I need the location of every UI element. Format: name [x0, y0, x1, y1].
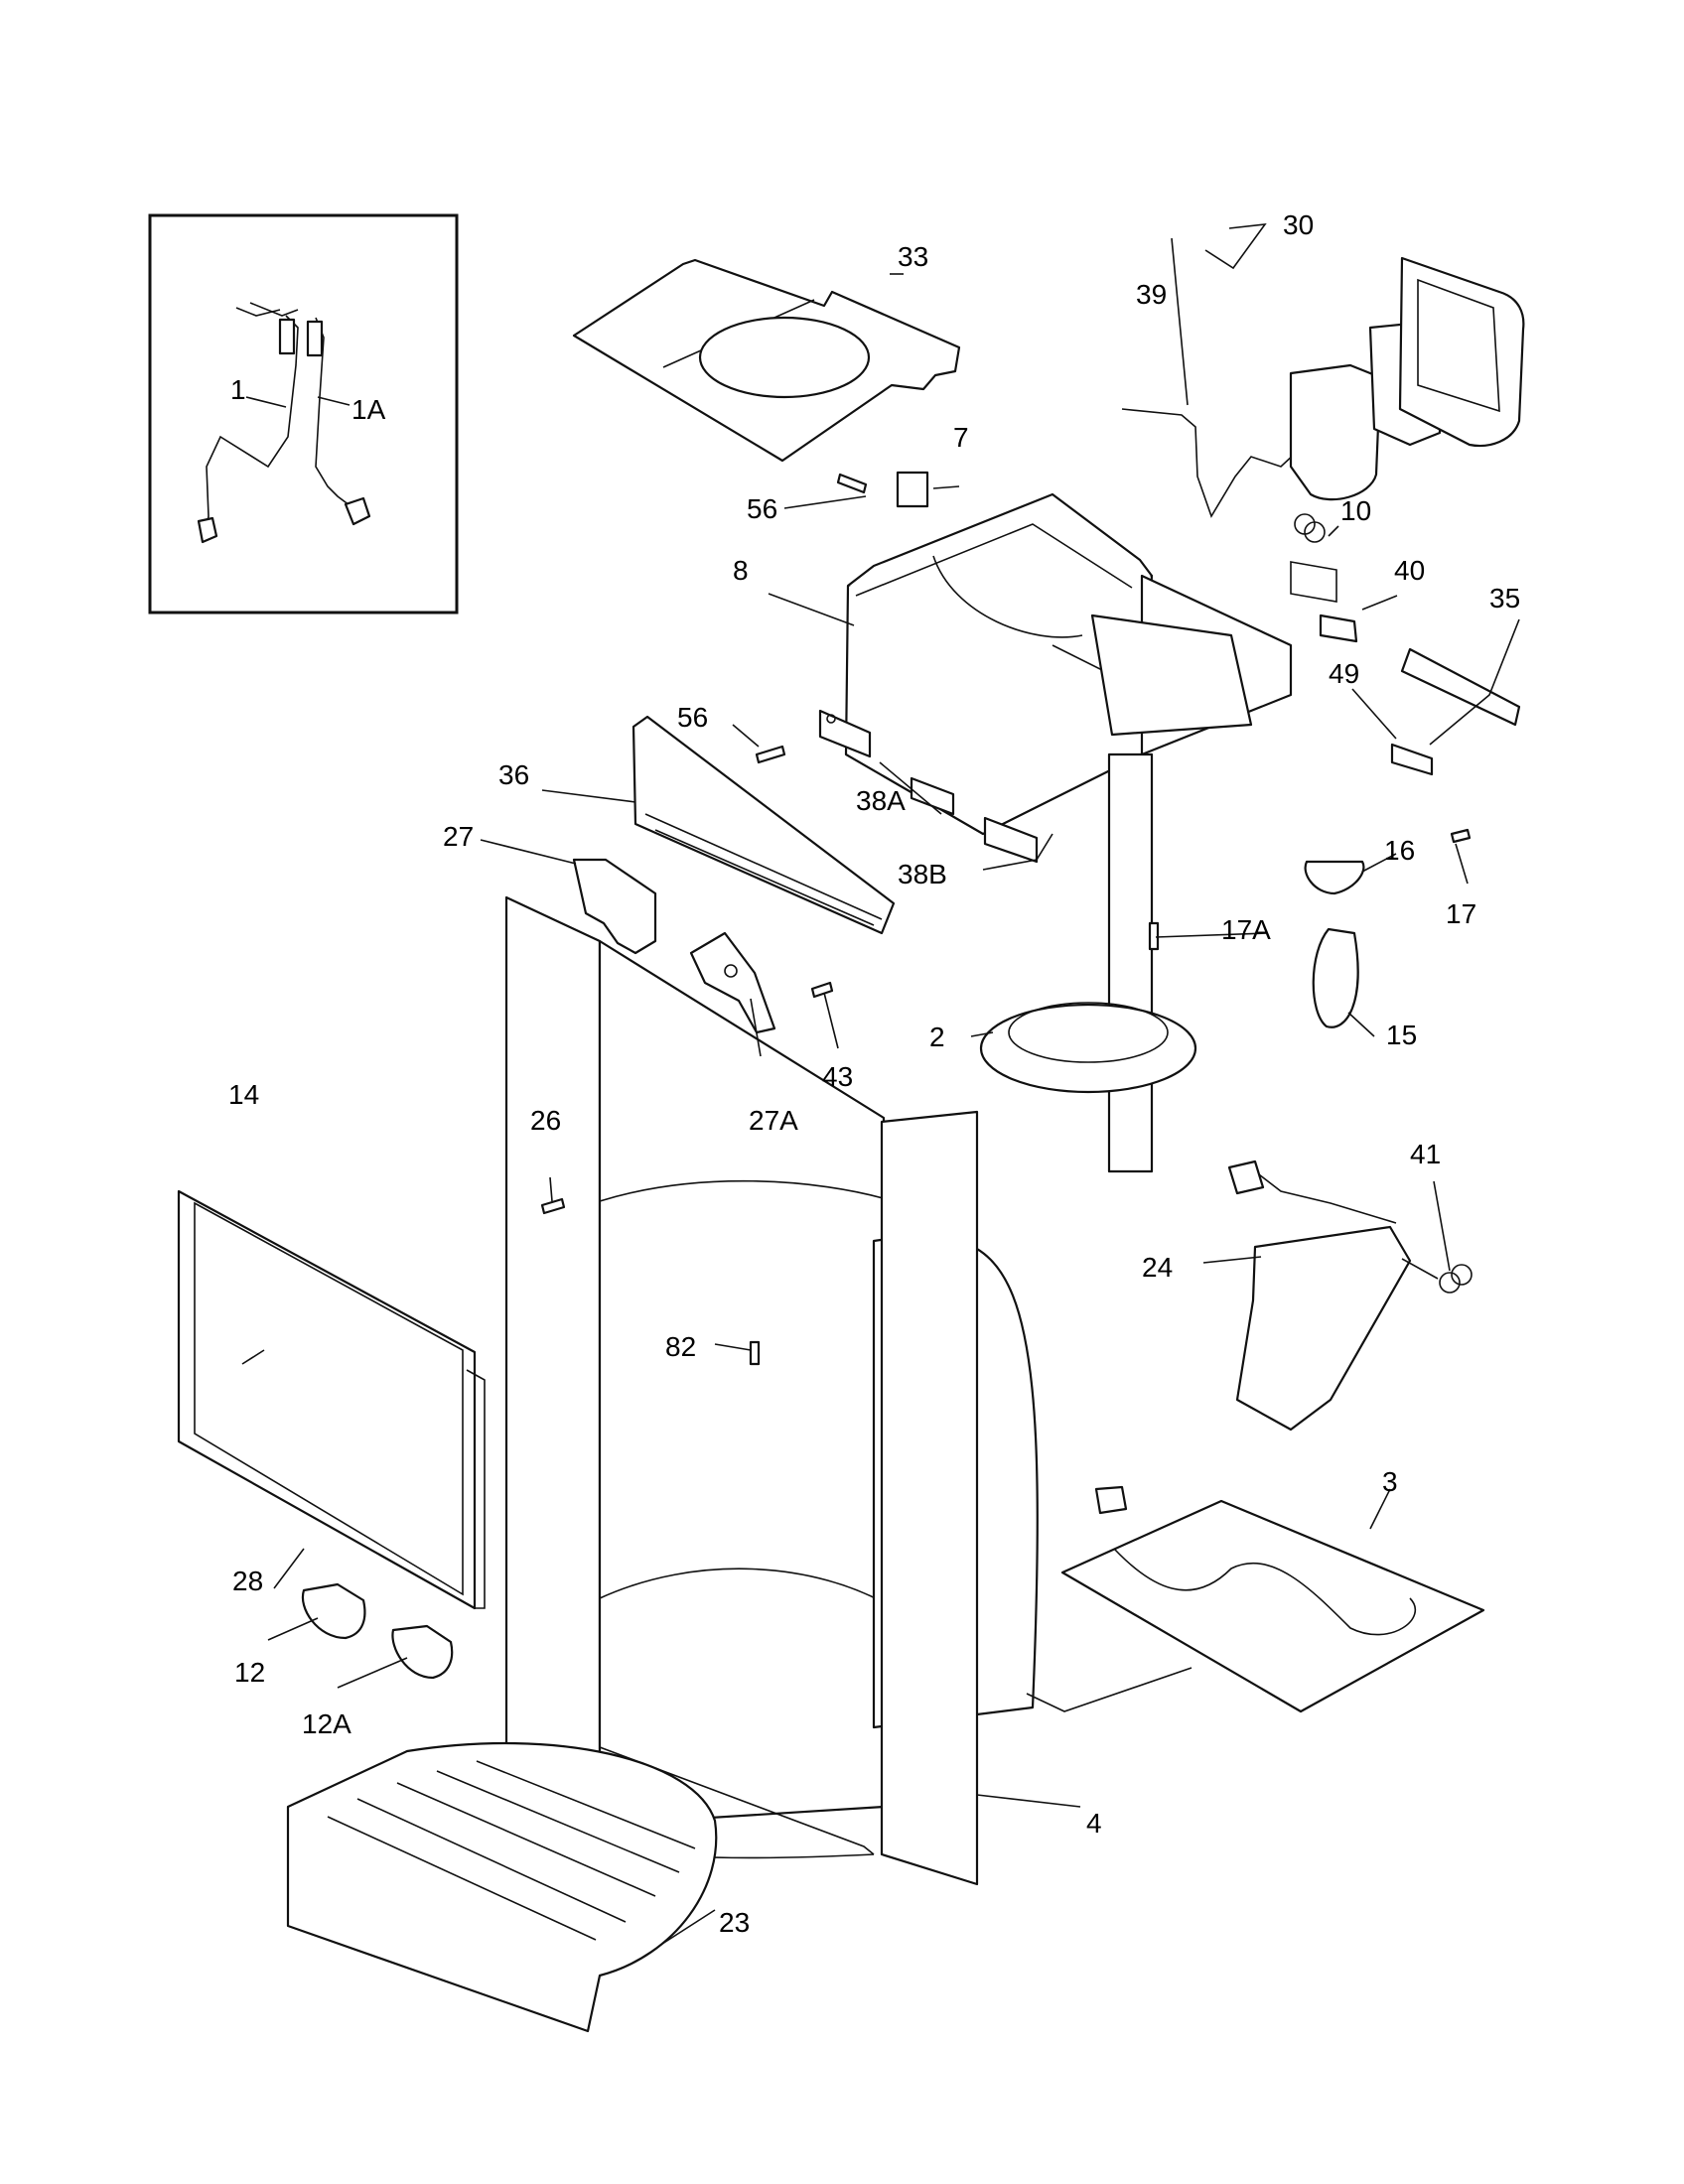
callout-43: 43	[822, 1061, 853, 1092]
leader-lines	[241, 223, 1520, 1947]
callout-30: 30	[1283, 209, 1314, 240]
callout-14: 14	[228, 1079, 259, 1110]
callout-56-mid: 56	[677, 702, 708, 733]
callout-1: 1	[230, 374, 246, 405]
control-panel-part-36	[632, 715, 896, 935]
callout-33: 33	[898, 241, 928, 272]
ring-part-2	[979, 1002, 1197, 1094]
callout-36: 36	[498, 759, 529, 790]
callout-2: 2	[929, 1022, 945, 1052]
callout-12: 12	[234, 1657, 265, 1688]
callout-38B: 38B	[898, 859, 947, 889]
callout-39: 39	[1136, 279, 1167, 310]
callout-24: 24	[1142, 1252, 1173, 1283]
inset-wire-harness	[148, 213, 459, 614]
callout-labels: 1 1A 33 30 39 7 56 10 8 40 35 49 56 36 3…	[228, 209, 1520, 1938]
caps-part-12-12A	[301, 1582, 454, 1680]
screws	[540, 473, 1472, 1366]
lamp-parts-15-16	[1304, 860, 1365, 1028]
bracket-part-49	[1390, 743, 1434, 776]
callout-27A: 27A	[749, 1105, 798, 1136]
callout-10: 10	[1340, 495, 1371, 526]
callout-49: 49	[1329, 658, 1359, 689]
top-cover-part-33	[572, 258, 961, 463]
callout-41: 41	[1410, 1139, 1441, 1169]
frame-assembly-part-8	[844, 492, 1293, 1173]
callout-82: 82	[665, 1331, 696, 1362]
callout-15: 15	[1386, 1020, 1417, 1050]
paddle-part-27A	[689, 931, 776, 1034]
callout-16: 16	[1384, 835, 1415, 866]
housing-part-4	[504, 895, 1039, 1886]
callout-1A: 1A	[351, 394, 386, 425]
callout-3: 3	[1382, 1466, 1398, 1497]
callout-8: 8	[733, 555, 749, 586]
callout-26: 26	[530, 1105, 561, 1136]
callout-40: 40	[1394, 555, 1425, 586]
door-part-14	[177, 1189, 486, 1610]
callout-35: 35	[1489, 583, 1520, 614]
callout-17: 17	[1446, 898, 1476, 929]
drip-tray-part-23	[286, 1741, 718, 2033]
callout-12A: 12A	[302, 1708, 351, 1739]
callout-56-top: 56	[747, 493, 777, 524]
bracket-part-27	[572, 858, 657, 955]
flap-assembly-part-30	[1289, 256, 1525, 501]
callout-28: 28	[232, 1566, 263, 1596]
callout-7: 7	[953, 422, 969, 453]
dispenser-arm-part-24	[1227, 1160, 1412, 1432]
callout-23: 23	[719, 1907, 750, 1938]
callout-17A: 17A	[1221, 914, 1271, 945]
callout-4: 4	[1086, 1808, 1102, 1839]
wire-part-39	[1121, 408, 1310, 518]
callout-38A: 38A	[856, 785, 906, 816]
springs-part-41-10	[1290, 513, 1473, 1294]
callout-27: 27	[443, 821, 474, 852]
switches-38A-38B-7	[818, 471, 1039, 864]
heater-part-3	[1060, 1485, 1485, 1713]
solenoid-parts-35-40	[1319, 614, 1521, 727]
